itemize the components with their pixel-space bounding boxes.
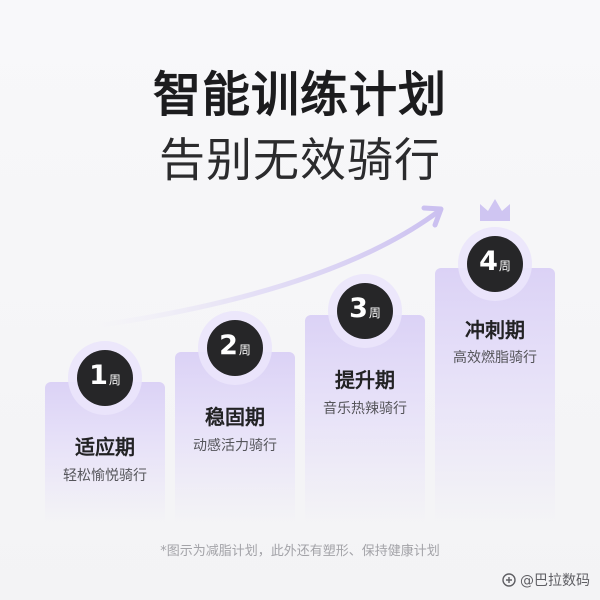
stage-week-1: 1 周 适应期 轻松愉悦骑行 <box>45 350 165 522</box>
stage-name: 适应期 <box>75 435 135 459</box>
week-number: 1 <box>89 360 108 391</box>
week-badge: 4 周 <box>467 236 523 292</box>
page-subtitle: 告别无效骑行 <box>159 133 441 187</box>
stage-desc: 高效燃脂骑行 <box>453 350 537 366</box>
footnote: *图示为减脂计划，此外还有塑形、保持健康计划 <box>160 544 440 559</box>
stage-name: 提升期 <box>335 368 395 392</box>
stage-week-2: 2 周 稳固期 动感活力骑行 <box>175 320 295 522</box>
week-unit: 周 <box>368 306 381 320</box>
stage-desc: 轻松愉悦骑行 <box>63 468 147 484</box>
page-title: 智能训练计划 <box>152 67 447 123</box>
week-number: 4 <box>479 246 498 277</box>
watermark-text: @巴拉数码 <box>520 573 590 589</box>
week-unit: 周 <box>238 343 251 357</box>
week-unit: 周 <box>108 373 121 387</box>
stage-desc: 动感活力骑行 <box>193 438 277 454</box>
crown-icon <box>480 199 510 221</box>
week-badge: 3 周 <box>337 283 393 339</box>
week-number: 2 <box>219 330 238 361</box>
week-badge: 1 周 <box>77 350 133 406</box>
stage-week-4: 4 周 冲刺期 高效燃脂骑行 <box>435 236 555 522</box>
week-badge: 2 周 <box>207 320 263 376</box>
stage-name: 稳固期 <box>205 405 265 429</box>
stage-desc: 音乐热辣骑行 <box>323 401 407 417</box>
week-unit: 周 <box>498 259 511 273</box>
week-number: 3 <box>349 293 368 324</box>
watermark: @巴拉数码 <box>502 570 590 590</box>
stage-name: 冲刺期 <box>465 318 525 342</box>
stage-week-3: 3 周 提升期 音乐热辣骑行 <box>305 283 425 522</box>
watermark-logo-icon <box>502 573 516 587</box>
